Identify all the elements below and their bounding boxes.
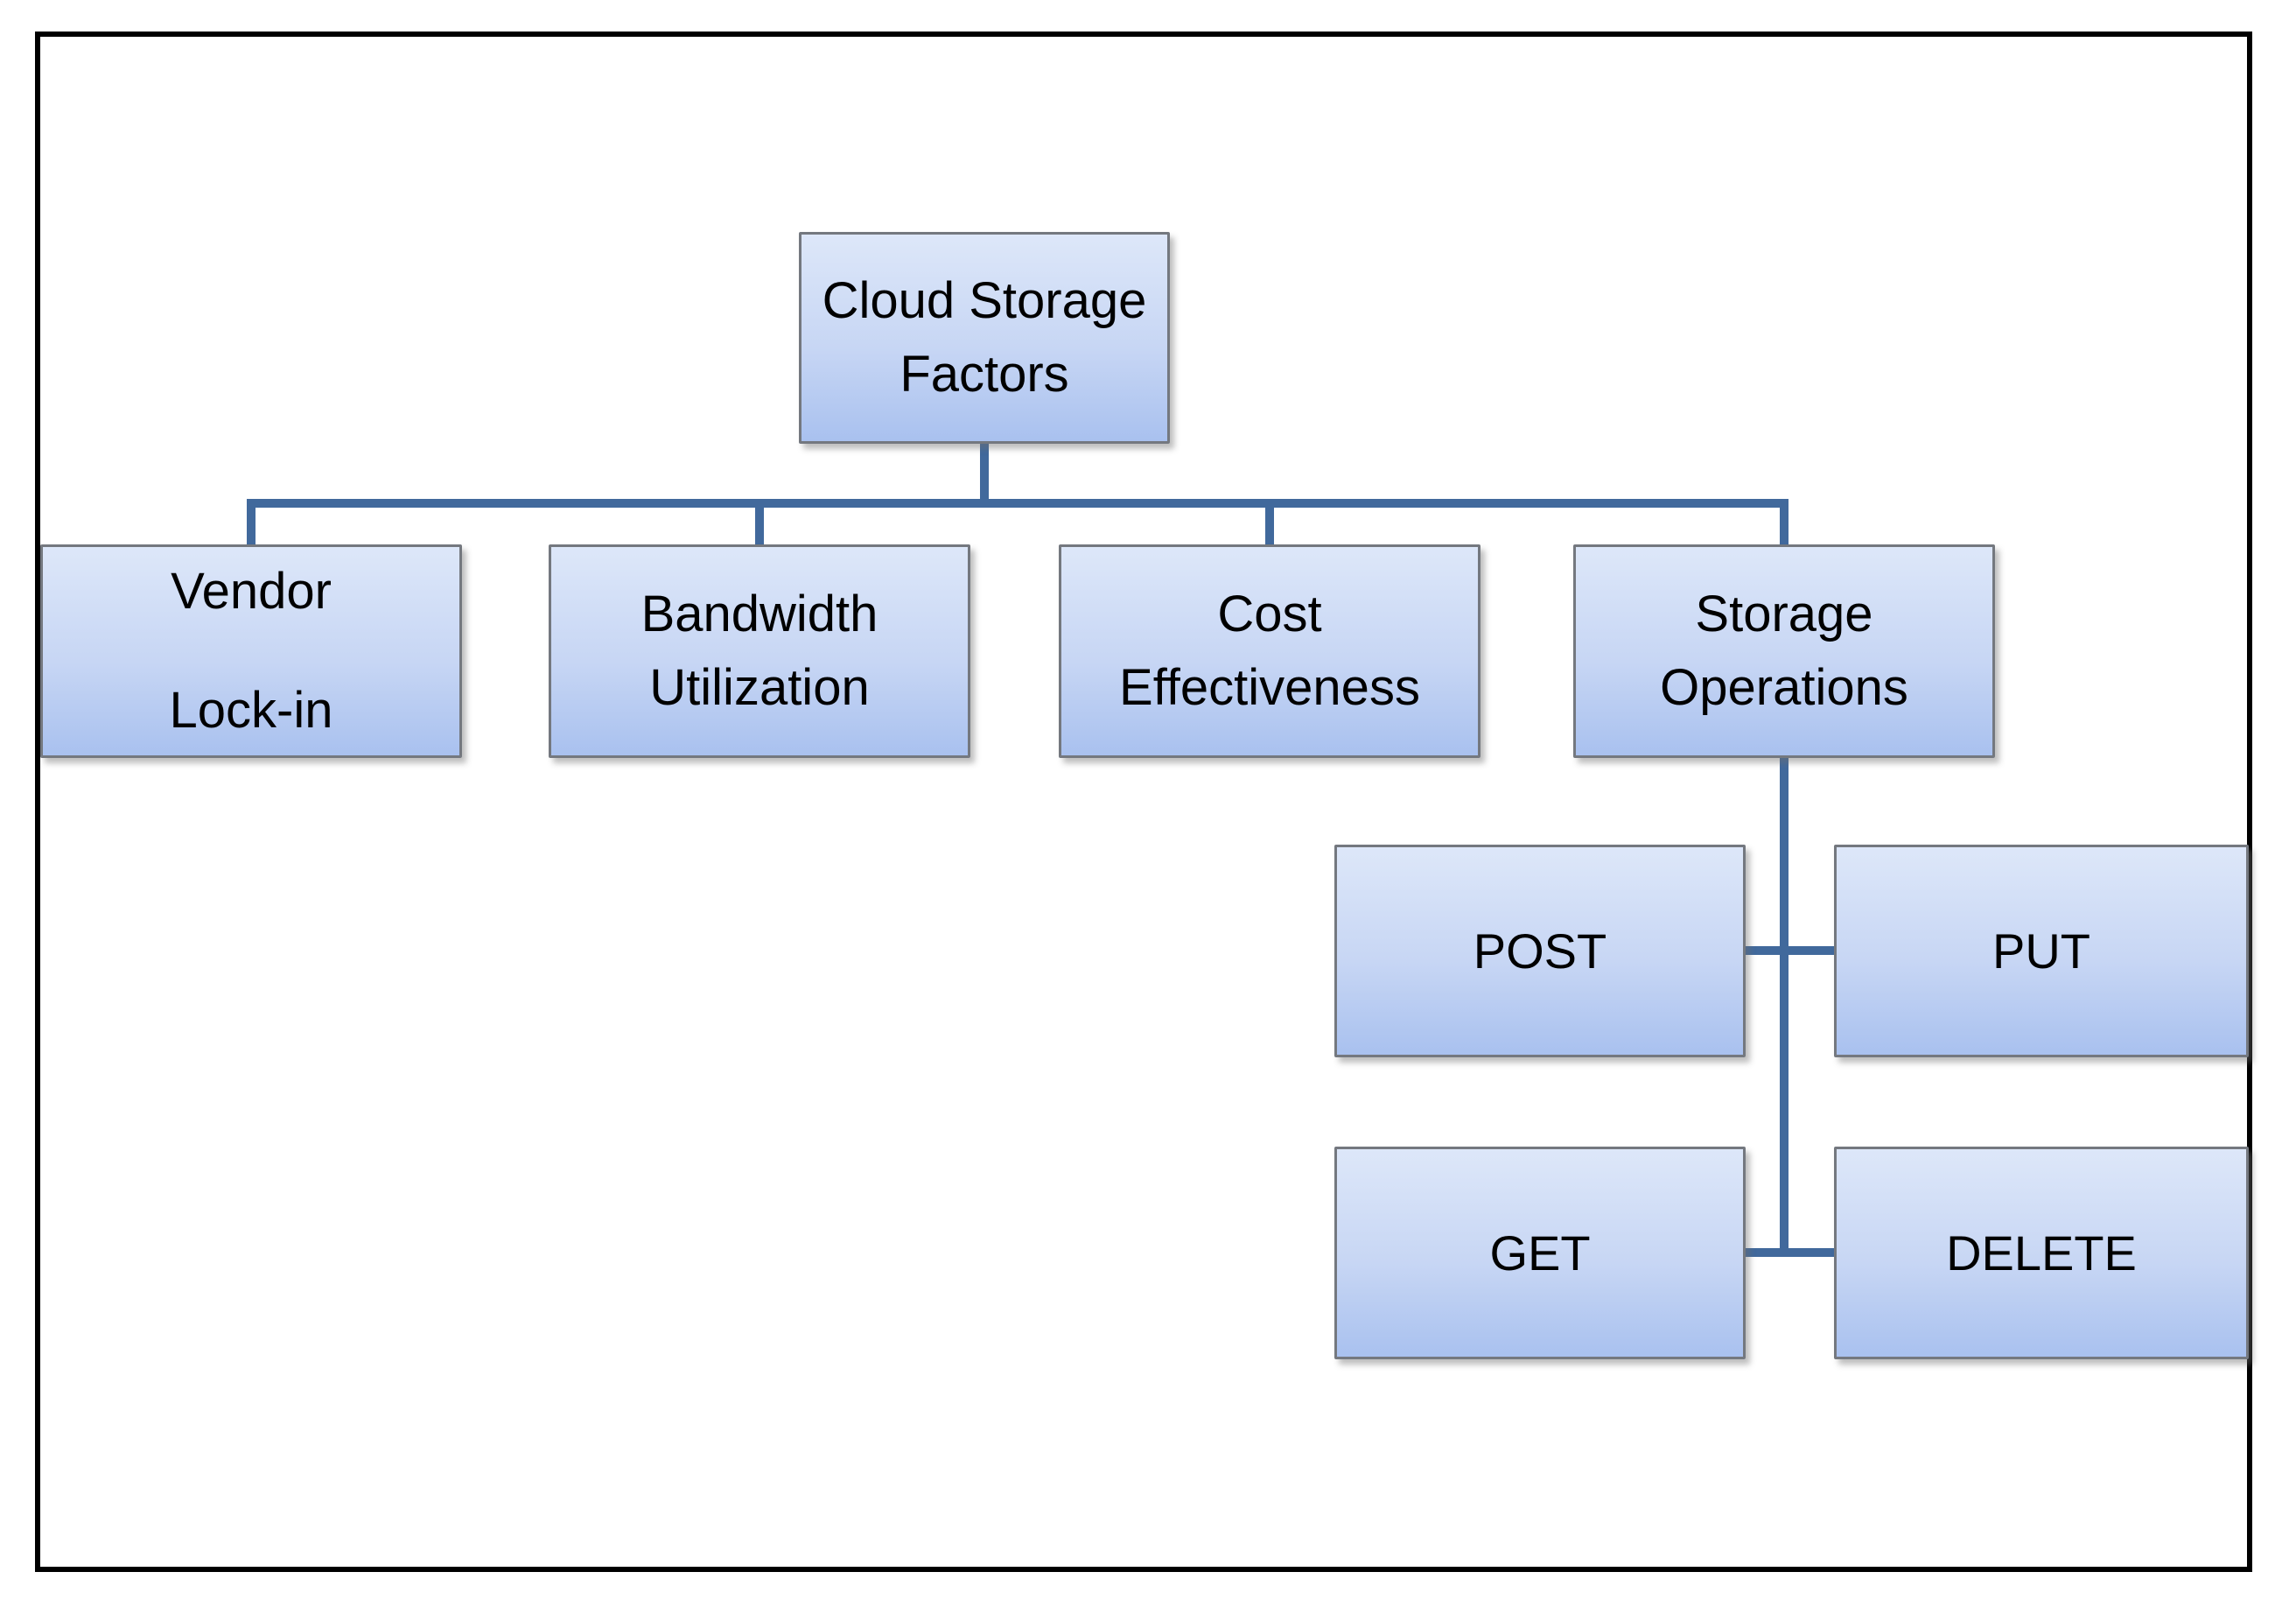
node-label: GET (1489, 1225, 1591, 1281)
connector-stub-post-put (1744, 946, 1836, 955)
node-label: Cloud Storage Factors (822, 271, 1147, 403)
node-delete: DELETE (1834, 1147, 2249, 1359)
connector-root-stub (980, 442, 989, 501)
node-label: Bandwidth Utilization (640, 585, 878, 716)
node-label-line: Lock-in (169, 682, 333, 739)
node-post: POST (1334, 845, 1746, 1057)
node-cost-effectiveness: Cost Effectiveness (1059, 544, 1480, 758)
connector-drop-cost (1265, 499, 1274, 546)
connector-drop-bandwidth (755, 499, 764, 546)
connector-horizontal-bus (247, 499, 1788, 508)
node-label: POST (1473, 923, 1607, 979)
node-label-line: Vendor (171, 562, 332, 620)
connector-storage-vertical (1780, 756, 1788, 1257)
connector-stub-get-delete (1744, 1248, 1836, 1257)
node-bandwidth-utilization: Bandwidth Utilization (549, 544, 970, 758)
node-label: DELETE (1946, 1225, 2137, 1281)
node-label: Storage Operations (1660, 585, 1908, 716)
node-get: GET (1334, 1147, 1746, 1359)
connector-drop-vendor (247, 499, 256, 546)
node-put: PUT (1834, 845, 2249, 1057)
node-cloud-storage-factors: Cloud Storage Factors (799, 232, 1170, 444)
node-vendor-lock-in: Vendor Lock-in (40, 544, 462, 758)
connector-drop-storage (1780, 499, 1788, 546)
node-label: Cost Effectiveness (1119, 585, 1420, 716)
diagram-outer-frame (35, 32, 2252, 1572)
node-storage-operations: Storage Operations (1573, 544, 1995, 758)
node-label: PUT (1992, 923, 2090, 979)
